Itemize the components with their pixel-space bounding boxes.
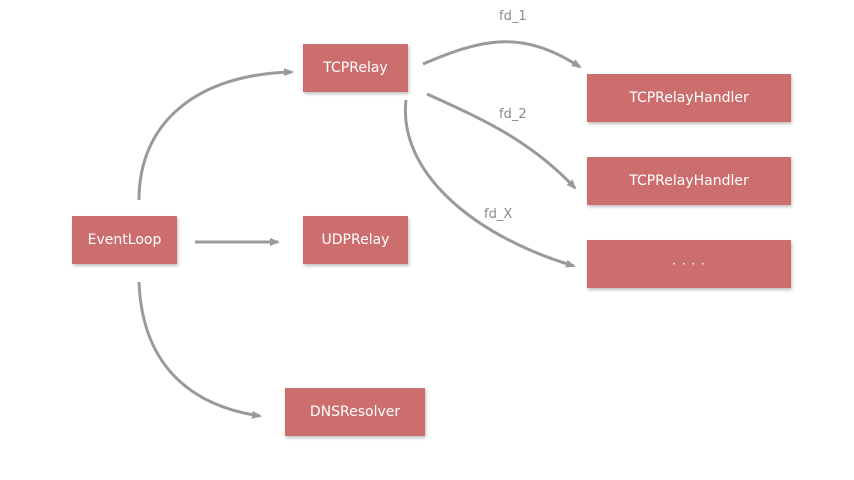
edge-eventloop-tcprelay bbox=[137, 68, 294, 201]
node-dns-resolver: DNSResolver bbox=[285, 388, 425, 436]
edge-label-fd-2: fd_2 bbox=[499, 107, 527, 122]
edge-fd-x bbox=[403, 99, 576, 268]
edge-label-fd-x: fd_X bbox=[484, 207, 513, 222]
node-tcp-relay-handler-1: TCPRelayHandler bbox=[587, 74, 791, 122]
node-event-loop: EventLoop bbox=[72, 216, 177, 264]
edge-label-fd-1: fd_1 bbox=[499, 9, 527, 24]
node-more-handlers: · · · · bbox=[587, 240, 791, 288]
node-tcp-relay: TCPRelay bbox=[303, 44, 408, 92]
edge-eventloop-dnsresolver bbox=[137, 281, 262, 419]
node-tcp-relay-handler-2: TCPRelayHandler bbox=[587, 157, 791, 205]
edge-fd-2 bbox=[426, 92, 577, 190]
edge-fd-1 bbox=[422, 40, 582, 69]
node-udp-relay: UDPRelay bbox=[303, 216, 408, 264]
